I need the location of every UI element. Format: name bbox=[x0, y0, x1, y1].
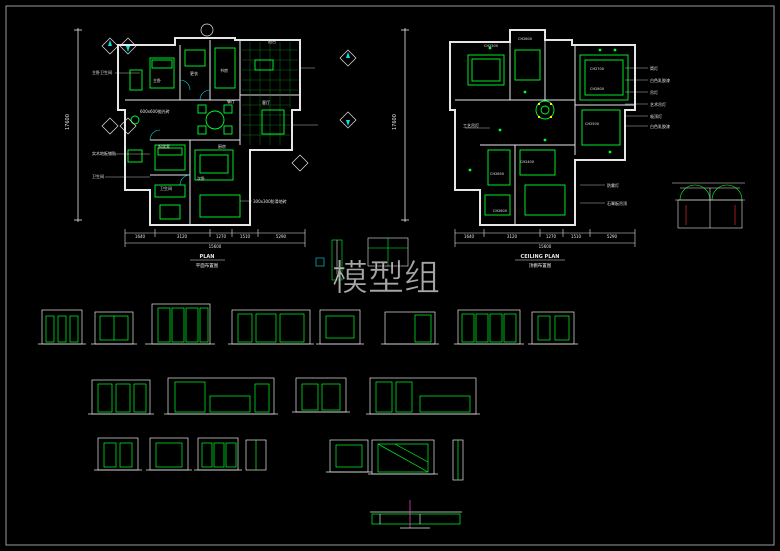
note-label: 600x600抛光砖 bbox=[140, 108, 170, 114]
ceiling-note: 防雾灯 bbox=[607, 182, 619, 188]
room-label: 餐厅 bbox=[227, 98, 235, 104]
ceiling-note: 筒灯 bbox=[650, 65, 658, 71]
ceiling-note: 白色乳胶漆 bbox=[650, 77, 670, 83]
ceiling-note: 白色乳胶漆 bbox=[650, 123, 670, 129]
bottom-detail bbox=[370, 500, 462, 529]
room-label: 更衣 bbox=[190, 70, 198, 76]
note-label: 实木地板铺贴 bbox=[92, 150, 116, 156]
room-label: 书房 bbox=[220, 67, 228, 73]
ceiling-height-label: CH2650 bbox=[490, 172, 504, 176]
room-label: 次卧 bbox=[197, 175, 205, 181]
dimension-text: 1640 bbox=[135, 234, 146, 239]
ceiling-plan-level: 17600 bbox=[392, 114, 398, 130]
floor-plan-level: 17600 bbox=[65, 114, 71, 130]
dimension-text: 3120 bbox=[177, 234, 188, 239]
dimension-total: 15600 bbox=[209, 244, 222, 249]
room-label: 主卧 bbox=[153, 77, 161, 83]
dimension-text: 3120 bbox=[507, 234, 518, 239]
ceiling-height-label: CH2600 bbox=[493, 209, 507, 213]
center-details bbox=[315, 237, 409, 281]
room-label: 厨房 bbox=[218, 143, 226, 149]
room-label: 卫生间 bbox=[160, 185, 172, 191]
ceiling-height-label: CH2700 bbox=[590, 67, 604, 71]
ceiling-height-label: CH2600 bbox=[518, 37, 532, 41]
floor-plan-title-cn: 平面布置图 bbox=[196, 262, 219, 269]
dimension-text: 1270 bbox=[546, 234, 557, 239]
ceiling-note: 石膏板吊顶 bbox=[607, 200, 627, 206]
ceiling-plan-title-cn: 顶棚布置图 bbox=[529, 262, 552, 269]
ceiling-height-label: CH2500 bbox=[484, 44, 498, 48]
ceiling-note: 吊灯 bbox=[650, 89, 658, 95]
ceiling-note: 艺术吊灯 bbox=[650, 101, 666, 107]
dimension-text: 1510 bbox=[571, 234, 582, 239]
floor-plan-title-en: PLAN bbox=[200, 254, 215, 260]
room-label: 客厅 bbox=[262, 99, 270, 105]
note-label: 卫生间 bbox=[92, 173, 104, 179]
ceiling-height-label: CH2800 bbox=[590, 87, 604, 91]
floor-plan: 17600 bbox=[65, 23, 357, 269]
elevation-row-2 bbox=[88, 377, 480, 415]
section-detail bbox=[672, 182, 745, 229]
watermark-text: 模型组 bbox=[332, 258, 440, 299]
ceiling-plan: 17600 bbox=[392, 28, 670, 269]
elevation-row-3 bbox=[94, 437, 464, 481]
room-label: 阳台 bbox=[268, 38, 276, 44]
ceiling-plan-title-en: CEILING PLAN bbox=[521, 254, 560, 260]
dimension-text: 1510 bbox=[240, 234, 251, 239]
dimension-text: 5290 bbox=[276, 234, 287, 239]
sheet-border bbox=[5, 5, 775, 546]
dimension-text: 5290 bbox=[607, 234, 618, 239]
note-label: 主卧卫生间 bbox=[92, 69, 112, 75]
ceiling-height-label: CH2400 bbox=[520, 160, 534, 164]
dimension-total: 15600 bbox=[539, 244, 552, 249]
note-label: 300x300防滑地砖 bbox=[253, 198, 287, 204]
room-label: 起居室 bbox=[158, 143, 170, 149]
dimension-text: 1640 bbox=[464, 234, 475, 239]
ceiling-note: 吸顶灯 bbox=[650, 113, 662, 119]
ceiling-height-label: CH2500 bbox=[585, 122, 599, 126]
ceiling-note: 工艺吊灯 bbox=[463, 122, 479, 128]
dimension-text: 1270 bbox=[216, 234, 227, 239]
elevation-row-1 bbox=[38, 303, 578, 345]
